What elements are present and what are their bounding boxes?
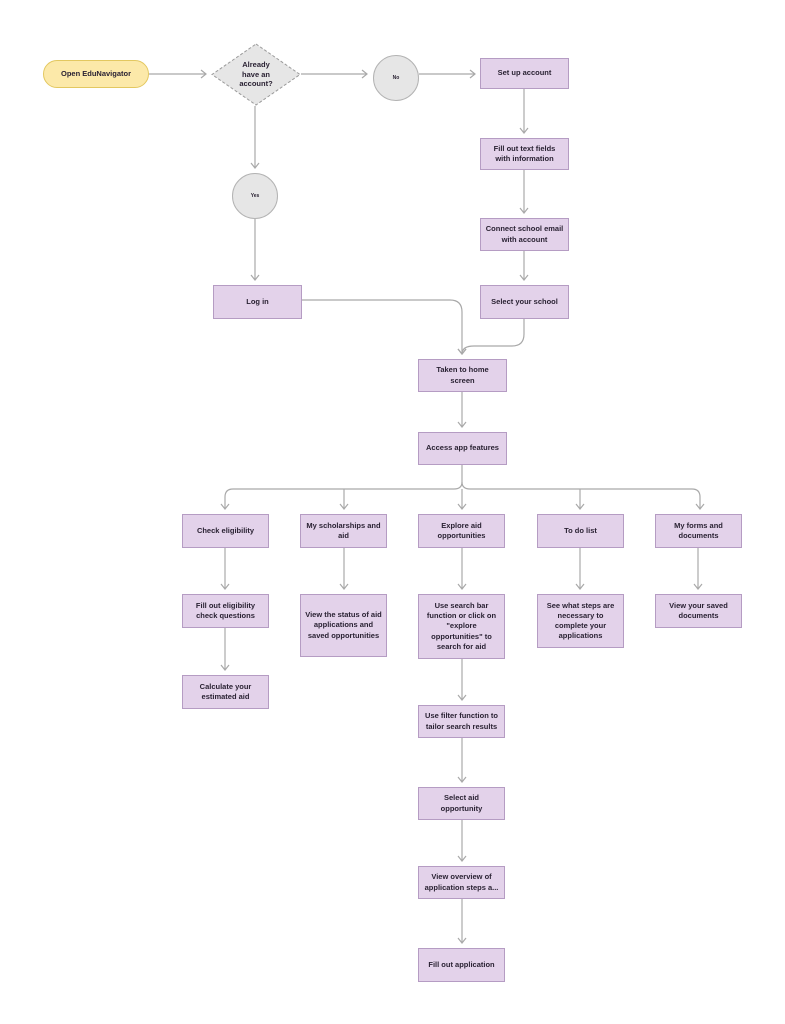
edge-features-bus-arrowhead — [695, 503, 705, 510]
view-status-label: View the status of aid applications and … — [305, 610, 382, 640]
no-node[interactable]: No — [373, 55, 419, 101]
edge-login-home — [302, 299, 463, 354]
overview-node[interactable]: View overview of application steps a... — [418, 866, 505, 899]
explore-aid-label: Explore aid opportunities — [437, 520, 486, 540]
edge-connect-select-arrowhead — [519, 274, 529, 281]
start-node[interactable]: Open EduNavigator — [43, 60, 149, 88]
edge-bus-left — [224, 481, 463, 509]
edge-search-filter-arrowhead — [457, 694, 467, 701]
forms-docs-node[interactable]: My forms and documents — [655, 514, 742, 548]
select-school-label: Select your school — [491, 296, 558, 306]
edge-explore-search-arrowhead — [457, 583, 467, 590]
edge-home-features-arrowhead — [457, 421, 467, 428]
login-label: Log in — [246, 296, 269, 306]
saved-docs-label: View your saved documents — [669, 600, 728, 620]
todo-steps-node[interactable]: See what steps are necessary to complete… — [537, 594, 624, 648]
home-screen-node[interactable]: Taken to home screen — [418, 359, 507, 392]
edge-yes-login-arrowhead — [250, 274, 260, 281]
select-aid-label: Select aid opportunity — [440, 793, 483, 813]
connect-email-label: Connect school email with account — [485, 224, 564, 244]
edge-check-fill-arrowhead — [220, 583, 230, 590]
edge-fill-connect-arrowhead — [519, 207, 529, 214]
edge-features-bus — [461, 465, 701, 509]
check-eligibility-label: Check eligibility — [196, 525, 255, 535]
decision-node[interactable]: Already have an account? — [211, 43, 301, 106]
saved-docs-node[interactable]: View your saved documents — [655, 594, 742, 628]
todo-label: To do list — [564, 525, 597, 535]
login-node[interactable]: Log in — [213, 285, 302, 319]
search-node[interactable]: Use search bar function or click on "exp… — [418, 594, 505, 659]
edge-decision-no-arrowhead — [361, 69, 368, 79]
check-eligibility-node[interactable]: Check eligibility — [182, 514, 269, 548]
edge-decision-yes-arrowhead — [250, 162, 260, 169]
view-status-node[interactable]: View the status of aid applications and … — [300, 594, 387, 657]
select-school-node[interactable]: Select your school — [480, 285, 569, 319]
decision-label: Already have an account? — [239, 59, 273, 89]
calculate-aid-label: Calculate your estimated aid — [199, 681, 252, 701]
edge-bus-left-arrowhead — [220, 503, 230, 510]
app-features-node[interactable]: Access app features — [418, 432, 507, 465]
no-label: No — [392, 74, 400, 81]
edge-setup-fill-arrowhead — [519, 127, 529, 134]
calculate-aid-node[interactable]: Calculate your estimated aid — [182, 675, 269, 709]
todo-node[interactable]: To do list — [537, 514, 624, 548]
filter-label: Use filter function to tailor search res… — [425, 711, 498, 731]
fill-eligibility-label: Fill out eligibility check questions — [195, 600, 256, 620]
filter-node[interactable]: Use filter function to tailor search res… — [418, 705, 505, 738]
edge-select-overview-arrowhead — [457, 855, 467, 862]
edge-forms-saved-arrowhead — [693, 583, 703, 590]
edge-bus-todo-arrowhead — [575, 503, 585, 510]
yes-label: Yes — [250, 192, 260, 199]
setup-account-label: Set up account — [497, 68, 552, 78]
scholarships-label: My scholarships and aid — [306, 520, 381, 540]
scholarships-node[interactable]: My scholarships and aid — [300, 514, 387, 548]
fill-fields-node[interactable]: Fill out text fields with information — [480, 138, 569, 170]
edge-scholarships-status-arrowhead — [339, 583, 349, 590]
edge-no-setup-arrowhead — [469, 69, 476, 79]
fill-eligibility-node[interactable]: Fill out eligibility check questions — [182, 594, 269, 628]
overview-label: View overview of application steps a... — [424, 872, 499, 892]
search-label: Use search bar function or click on "exp… — [426, 601, 497, 651]
home-screen-label: Taken to home screen — [436, 365, 489, 385]
edge-todo-steps-arrowhead — [575, 583, 585, 590]
explore-aid-node[interactable]: Explore aid opportunities — [418, 514, 505, 548]
edge-filter-select-arrowhead — [457, 776, 467, 783]
connect-email-node[interactable]: Connect school email with account — [480, 218, 569, 251]
edge-select-home — [461, 319, 525, 355]
select-aid-node[interactable]: Select aid opportunity — [418, 787, 505, 820]
edge-start-decision-arrowhead — [200, 69, 207, 79]
app-features-label: Access app features — [426, 443, 499, 453]
decision-diamond — [211, 43, 301, 106]
edge-select-home-arrowhead — [457, 348, 467, 355]
forms-docs-label: My forms and documents — [674, 520, 723, 540]
setup-account-node[interactable]: Set up account — [480, 58, 569, 89]
start-label: Open EduNavigator — [60, 68, 131, 78]
yes-node[interactable]: Yes — [232, 173, 278, 219]
edge-bus-scholarships-arrowhead — [339, 503, 349, 510]
todo-steps-label: See what steps are necessary to complete… — [546, 600, 615, 641]
fill-application-label: Fill out application — [428, 959, 495, 969]
edge-fill-calc-arrowhead — [220, 664, 230, 671]
edge-features-explore-arrowhead — [457, 503, 467, 510]
edge-overview-fill-arrowhead — [457, 937, 467, 944]
fill-fields-label: Fill out text fields with information — [493, 143, 556, 163]
fill-application-node[interactable]: Fill out application — [418, 948, 505, 982]
